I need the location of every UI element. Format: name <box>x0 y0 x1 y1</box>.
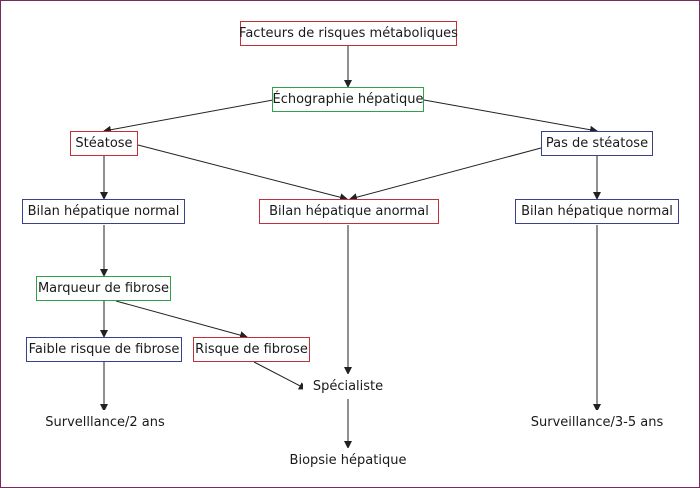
node-low-fibrosis-risk: Faible risque de fibrose <box>26 337 182 362</box>
node-steatosis: Stéatose <box>70 131 138 156</box>
arrow-ultrasound-to-no-steatosis <box>423 99 598 134</box>
arrow-ultrasound-to-steatosis <box>103 99 274 134</box>
node-specialist: Spécialiste <box>303 374 393 399</box>
node-liver-biopsy: Biopsie hépatique <box>286 448 410 473</box>
node-liver-ultrasound: Échographie hépatique <box>272 87 424 112</box>
node-fibrosis-marker: Marqueur de fibrose <box>36 276 171 301</box>
node-surveillance-2-years: Survelllance/2 ans <box>37 410 173 435</box>
arrow-marker-to-fibrosis-risk <box>115 300 248 340</box>
node-metabolic-risk: Facteurs de risques métaboliques <box>239 21 458 46</box>
arrow-no-steatosis-to-abnormal <box>349 147 542 202</box>
node-normal-liver-panel-right: Bilan hépatique normal <box>515 199 679 224</box>
node-normal-liver-panel-left: Bilan hépatique normal <box>22 199 185 224</box>
arrow-steatosis-to-abnormal <box>137 144 348 202</box>
node-abnormal-liver-panel: Bilan hépatique anormal <box>259 199 439 224</box>
node-fibrosis-risk: Risque de fibrose <box>193 337 310 362</box>
node-surveillance-3-5-years: Surveillance/3-5 ans <box>529 410 665 435</box>
arrow-fibrosis-risk-to-specialist <box>253 361 307 390</box>
node-no-steatosis: Pas de stéatose <box>541 131 653 156</box>
